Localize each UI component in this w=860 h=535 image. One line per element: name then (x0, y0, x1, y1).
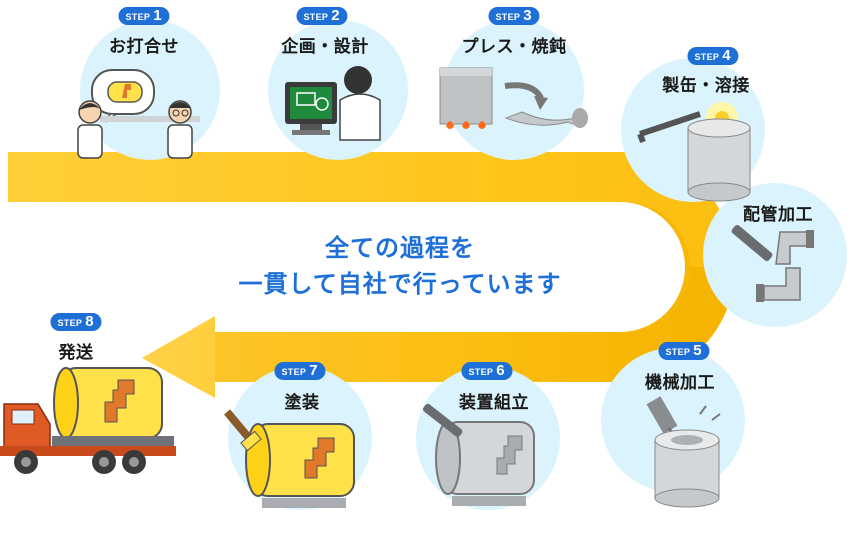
step-number: 7 (309, 362, 318, 379)
step-word: STEP (665, 347, 691, 357)
machining-illustration (646, 396, 721, 508)
step-label-painting: 塗装 (284, 393, 320, 413)
step-label-welding: 製缶・溶接 (662, 76, 750, 96)
step-word: STEP (281, 367, 307, 377)
circle-piping (703, 183, 847, 327)
step-word: STEP (303, 12, 329, 22)
center-message-line1: 全ての過程を (325, 234, 475, 262)
step-label-assembly: 装置組立 (459, 393, 529, 413)
step-word: STEP (495, 12, 521, 22)
step-word: STEP (694, 52, 720, 62)
step-label-design: 企画・設計 (281, 37, 369, 57)
center-message-line2: 一貫して自社で行っています (238, 270, 562, 298)
step-word: STEP (57, 318, 83, 328)
step-label-piping: 配管加工 (743, 205, 813, 225)
welding-illustration (637, 102, 751, 202)
flow-arrow (8, 152, 735, 398)
truck-illustration (0, 367, 176, 474)
center-message: 全ての過程を 一貫して自社で行っています (190, 230, 610, 302)
step-number: 1 (153, 7, 162, 24)
step-label-machining: 機械加工 (645, 373, 715, 393)
step-number: 5 (693, 342, 702, 359)
press-illustration (439, 67, 588, 129)
assembly-illustration (423, 403, 535, 506)
step-number: 8 (85, 313, 94, 330)
meeting-illustration (77, 69, 200, 159)
step-number: 4 (722, 47, 731, 64)
step-label-shipping: 発送 (58, 343, 94, 363)
design-illustration (285, 66, 381, 141)
step-number: 3 (523, 7, 532, 24)
painting-illustration (224, 409, 355, 508)
step-number: 2 (331, 7, 340, 24)
step-number: 6 (496, 362, 505, 379)
piping-illustration (731, 224, 814, 302)
step-word: STEP (125, 12, 151, 22)
step-word: STEP (468, 367, 494, 377)
step-label-meeting: お打合せ (109, 37, 179, 57)
step-label-press: プレス・焼鈍 (461, 37, 567, 57)
